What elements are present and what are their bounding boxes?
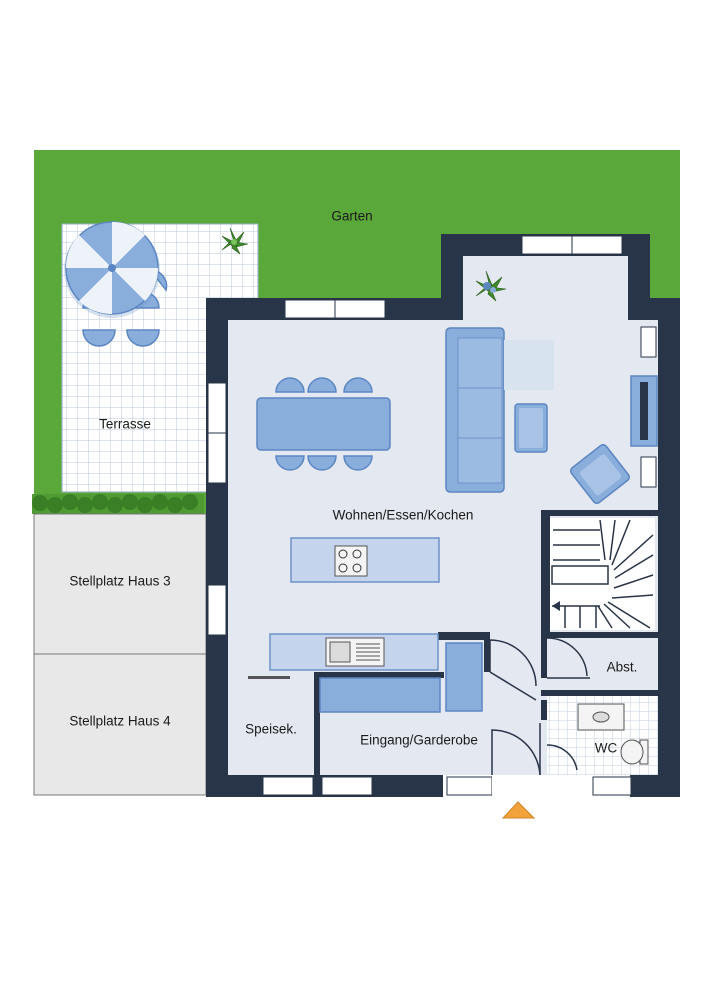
sofa <box>445 327 505 493</box>
storage-label: Abst. <box>606 659 638 675</box>
sink-icon <box>325 637 385 667</box>
doors <box>489 637 590 776</box>
storage-room <box>547 638 658 690</box>
wc-label: WC <box>594 740 618 756</box>
plant-icon <box>475 270 507 302</box>
stove-icon <box>334 545 368 577</box>
pantry-label: Speisek. <box>245 721 297 737</box>
hedge <box>32 494 204 514</box>
wardrobe <box>319 677 441 713</box>
armchair <box>569 443 631 505</box>
staircase <box>550 518 655 630</box>
entrance-label: Eingang/Garderobe <box>360 732 478 748</box>
entrance-arrow-icon <box>501 801 536 819</box>
garden-label: Garten <box>331 208 373 224</box>
parking-3-label: Stellplatz Haus 3 <box>69 573 171 589</box>
plant-icon <box>221 227 249 255</box>
parking-space-4 <box>33 653 207 796</box>
umbrella-icon <box>64 221 168 347</box>
rug <box>504 340 554 390</box>
toilet-icon <box>620 739 649 765</box>
dining-set <box>256 377 391 471</box>
parking-4-label: Stellplatz Haus 4 <box>69 713 171 729</box>
stair-arrow-icon <box>552 601 560 611</box>
interior-walls <box>314 510 658 775</box>
windows <box>207 235 657 796</box>
wardrobe-side <box>445 642 483 712</box>
front-door-opening <box>492 775 542 797</box>
terrace-label: Terrasse <box>99 416 151 432</box>
living-label: Wohnen/Essen/Kochen <box>332 507 474 523</box>
